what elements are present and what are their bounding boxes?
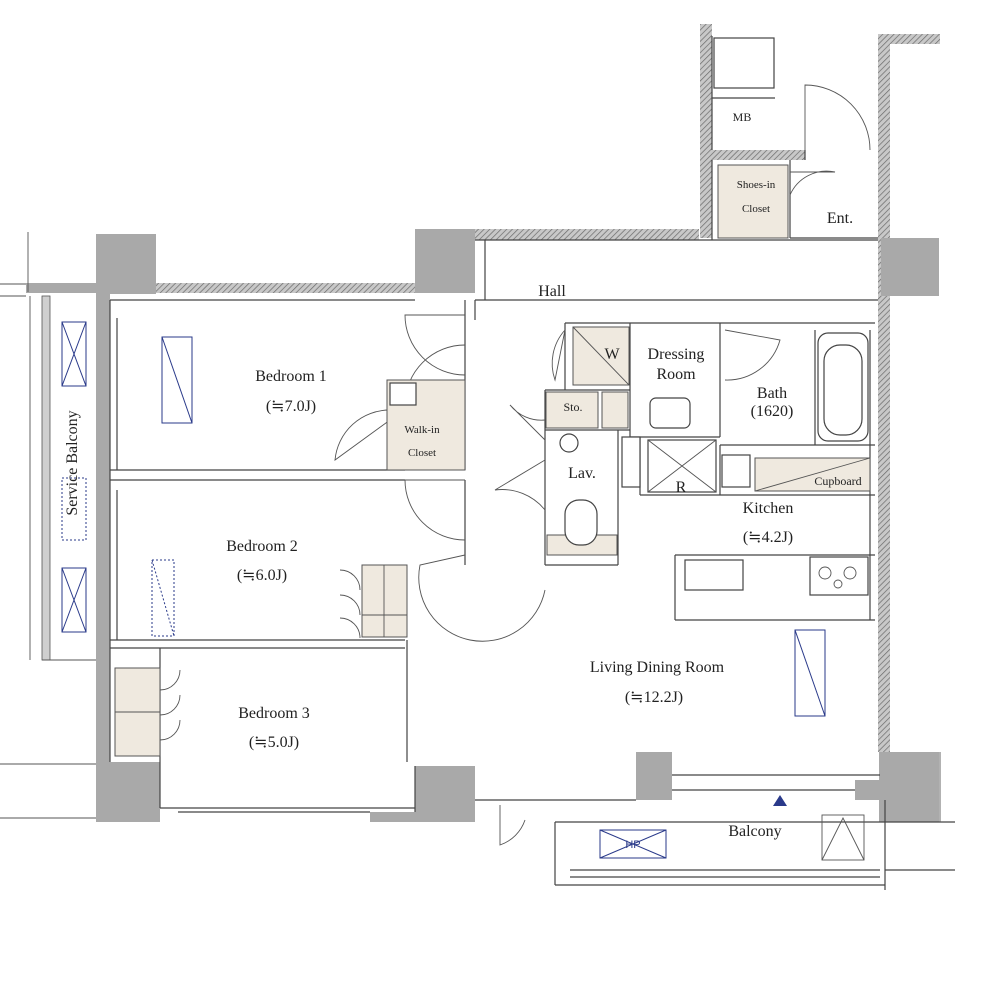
label-dressing-2: Room [656, 366, 696, 383]
label-bath-size: (1620) [751, 403, 794, 420]
label-w: W [604, 346, 620, 363]
label-lav: Lav. [568, 465, 596, 482]
label-service-balcony: Service Balcony [64, 410, 81, 515]
label-ldr: Living Dining Room [590, 659, 725, 676]
label-shoes-closet-1: Shoes-in [737, 179, 776, 191]
label-bedroom3: Bedroom 3 [238, 705, 310, 722]
fixtures [559, 37, 869, 861]
walls [26, 24, 940, 822]
storage-units [114, 164, 871, 757]
doors [159, 84, 871, 846]
label-hall: Hall [538, 283, 566, 300]
label-kitchen-size: (≒4.2J) [743, 529, 793, 546]
label-bedroom2: Bedroom 2 [226, 538, 298, 555]
label-walkin-1: Walk-in [404, 424, 440, 436]
label-shoes-closet-2: Closet [742, 203, 770, 215]
label-hp: HP [625, 839, 640, 851]
label-bedroom1: Bedroom 1 [255, 368, 327, 385]
label-kitchen: Kitchen [743, 500, 794, 517]
label-ldr-size: (≒12.2J) [625, 689, 683, 706]
label-entrance: Ent. [827, 210, 853, 227]
label-sto: Sto. [563, 400, 582, 414]
north-marker [773, 795, 787, 806]
markers [61, 321, 826, 806]
label-bedroom3-size: (≒5.0J) [249, 734, 299, 751]
label-cupboard: Cupboard [814, 474, 861, 488]
labels: MB Shoes-in Closet Ent. Hall Bedroom 1 (… [64, 110, 862, 851]
label-bedroom2-size: (≒6.0J) [237, 567, 287, 584]
label-bedroom1-size: (≒7.0J) [266, 398, 316, 415]
label-r: R [676, 479, 687, 496]
label-walkin-2: Closet [408, 447, 436, 459]
label-dressing-1: Dressing [648, 346, 705, 363]
label-mb: MB [733, 110, 752, 124]
label-balcony: Balcony [728, 823, 781, 840]
label-bath: Bath [757, 385, 787, 402]
